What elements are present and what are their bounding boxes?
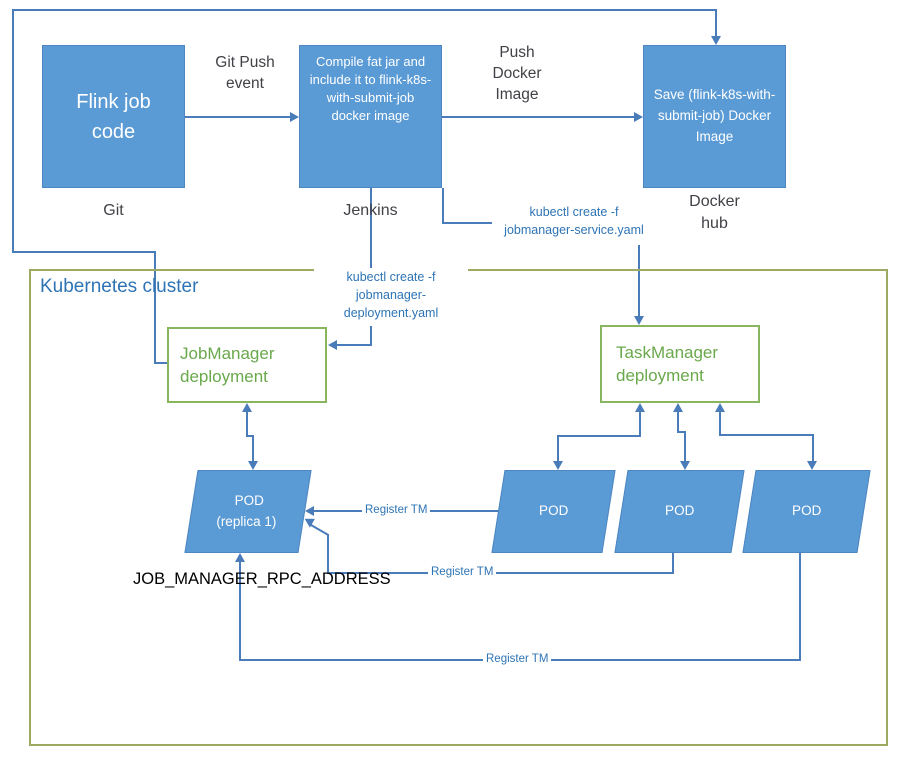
connector-regtm3-v1 — [799, 553, 801, 661]
pod-replica-1: POD (replica 1) — [184, 470, 312, 553]
connector-regtm2-v2 — [327, 534, 329, 574]
connector-jm-pod-down-arrow-icon — [248, 461, 258, 470]
node-flink-job-code: Flink job code — [42, 45, 185, 188]
taskmanager-line2: deployment — [616, 366, 704, 385]
connector-tm-pod3-down-arrow-icon — [807, 461, 817, 470]
connector-tm-pod1-h — [557, 435, 641, 437]
taskmanager-line1: TaskManager — [616, 342, 719, 362]
connector-loop-arrow-icon — [711, 36, 721, 45]
connector-tm-pod1-v2 — [557, 435, 559, 462]
edge-label-kubectl-service: kubectl create -f jobmanager-service.yam… — [492, 203, 656, 246]
edge-label-kubectl-deployment: kubectl create -f jobmanager-deployment.… — [314, 268, 468, 327]
connector-jm-deploy-v — [370, 188, 372, 346]
connector-regtm3-arrow-icon — [235, 553, 245, 562]
compile-fat-jar-label: Compile fat jar and include it to flink-… — [309, 54, 432, 123]
connector-tm-pod1-down-arrow-icon — [553, 461, 563, 470]
pod-3-label: POD — [791, 503, 822, 519]
connector-tm-pod3-up-arrow-icon — [715, 403, 725, 412]
connector-loop-segment-a — [154, 251, 156, 364]
push-docker-line2: Docker — [492, 64, 542, 82]
connector-pod-jm-jog — [246, 435, 254, 437]
flink-job-code-label: Flink job code — [76, 90, 151, 143]
connector-tm-pod2-v1 — [677, 412, 679, 433]
connector-regtm2-v1 — [672, 553, 674, 574]
edge-label-register-tm-3: Register TM — [483, 652, 552, 667]
connector-loop-segment-jm — [155, 362, 168, 364]
jobmanager-line2: deployment — [180, 367, 268, 386]
node-compile-fat-jar: Compile fat jar and include it to flink-… — [299, 45, 442, 188]
connector-regtm2-h — [327, 572, 674, 574]
connector-gitpush-line — [185, 116, 291, 118]
connector-jm-deploy-h — [337, 344, 372, 346]
pod-replica-1-line2: (replica 1) — [216, 513, 277, 529]
connector-loop-segment-e — [715, 9, 717, 37]
pod-replica-1-line1: POD — [234, 493, 265, 509]
connector-pod-jm-v2 — [252, 435, 254, 462]
pod-2-label: POD — [664, 503, 695, 519]
label-job-manager-rpc-address: JOB_MANAGER_RPC_ADDRESS — [133, 570, 391, 588]
connector-regtm1-arrow-icon — [305, 506, 314, 516]
connector-jm-deploy-arrow-icon — [328, 340, 337, 350]
node-save-docker-image: Save (flink-k8s-with-submit-job) Docker … — [643, 45, 786, 188]
connector-pushdocker-line — [442, 116, 635, 118]
jobmanager-line1: JobManager — [180, 343, 275, 363]
kubectl-deployment-line2: jobmanager-deployment.yaml — [343, 288, 439, 321]
edge-label-register-tm-2: Register TM — [428, 565, 497, 580]
connector-tm-pod3-v1 — [719, 412, 721, 436]
connector-tm-pod2-jog — [677, 431, 686, 433]
push-docker-line1: Push — [499, 44, 535, 61]
edge-label-push-docker-image: Push Docker Image — [477, 43, 557, 106]
connector-tm-pod3-h — [719, 434, 814, 436]
git-push-line2: event — [226, 74, 264, 92]
save-docker-image-label: Save (flink-k8s-with-submit-job) Docker … — [653, 87, 776, 144]
kubectl-service-line1: kubectl create -f — [529, 205, 619, 219]
connector-tm-pod1-v1 — [639, 412, 641, 437]
connector-pod-jm-up-arrow-icon — [242, 403, 252, 412]
edge-label-register-tm-1: Register TM — [362, 503, 431, 518]
connector-tm-deploy-arrow-icon — [634, 316, 644, 325]
connector-gitpush-arrow-icon — [290, 112, 299, 122]
connector-pushdocker-arrow-icon — [634, 112, 643, 122]
pod-1-label: POD — [538, 503, 569, 519]
connector-loop-segment-c — [12, 9, 14, 253]
caption-git: Git — [103, 202, 124, 219]
connector-tm-pod2-up-arrow-icon — [673, 403, 683, 412]
caption-docker-hub: Docker hub — [643, 191, 786, 234]
edge-label-git-push: Git Push event — [195, 53, 295, 95]
node-taskmanager-deployment: TaskManager deployment — [600, 325, 760, 403]
caption-docker-hub-line1: Docker — [689, 193, 740, 210]
connector-tm-pod3-v2 — [812, 434, 814, 462]
connector-tm-pod2-v2 — [684, 431, 686, 462]
kubectl-deployment-line1: kubectl create -f — [346, 270, 436, 284]
node-jobmanager-deployment: JobManager deployment — [167, 327, 327, 403]
kubernetes-cluster-title: Kubernetes cluster — [40, 276, 199, 297]
pod-2: POD — [614, 470, 745, 553]
connector-tm-pod1-up-arrow-icon — [635, 403, 645, 412]
connector-pod-jm-v1 — [246, 412, 248, 437]
connector-tm-deploy-v1 — [442, 188, 444, 224]
caption-jenkins: Jenkins — [343, 202, 398, 219]
connector-loop-segment-b — [12, 251, 156, 253]
push-docker-line3: Image — [495, 85, 539, 103]
caption-docker-hub-line2: hub — [701, 214, 728, 232]
pod-1: POD — [491, 470, 616, 553]
kubectl-service-line2: jobmanager-service.yaml — [504, 223, 644, 238]
connector-loop-segment-d — [12, 9, 717, 11]
git-push-line1: Git Push — [215, 54, 275, 71]
pod-3: POD — [742, 470, 871, 553]
connector-tm-pod2-down-arrow-icon — [680, 461, 690, 470]
connector-regtm3-v2 — [239, 562, 241, 660]
